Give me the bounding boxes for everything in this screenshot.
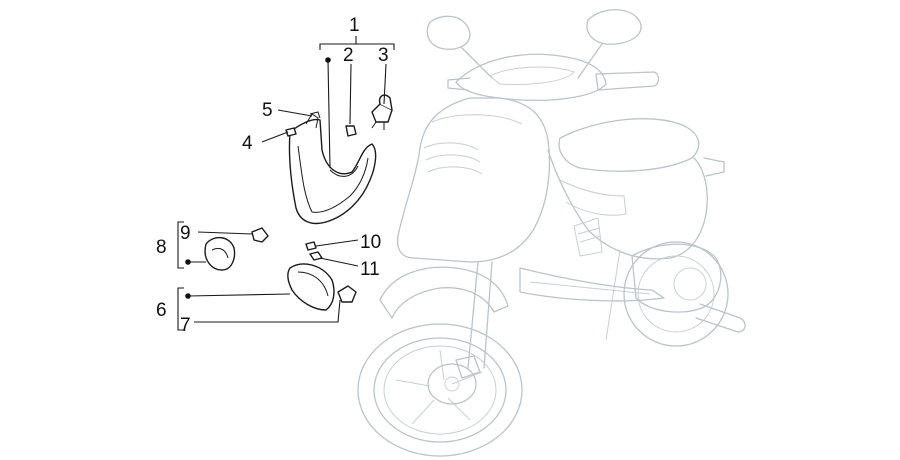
callout-5: 5 [262, 100, 273, 121]
leader-4 [261, 131, 289, 143]
callout-4: 4 [242, 133, 253, 154]
front-rim [383, 345, 497, 435]
leader-6-lens [187, 293, 291, 297]
part-5-pin [309, 111, 321, 119]
left-mirror [426, 15, 471, 50]
brake-disc [427, 363, 477, 405]
callout-3: 3 [378, 45, 389, 66]
callout-6: 6 [156, 300, 167, 321]
shield-inner [431, 114, 523, 125]
leader-6-dot [185, 293, 191, 299]
callout-8: 8 [156, 237, 167, 258]
engine-case [631, 243, 722, 313]
front-spokes [395, 349, 483, 425]
side-grille [573, 217, 603, 257]
tail-light [703, 157, 725, 177]
indicator-upper-detail [211, 247, 229, 259]
rear-wheel [623, 241, 729, 347]
indicator-lower-lens [287, 263, 335, 311]
headlight-bracket [305, 113, 319, 129]
part-10-screw [305, 241, 317, 251]
part-11-nut [309, 251, 323, 261]
rear-body [547, 149, 708, 260]
handlebar-cowl [455, 53, 607, 102]
bracket-part-1 [319, 36, 395, 50]
right-mirror-stem [577, 43, 603, 79]
left-grip [447, 77, 471, 91]
callout-10: 10 [360, 232, 381, 253]
leader-1 [327, 59, 331, 169]
headlight-reflector-edge [329, 165, 359, 177]
part-3-bulb [371, 94, 393, 130]
leader-lines [177, 36, 395, 331]
leader-5 [277, 109, 313, 117]
front-tire-inner [373, 337, 507, 443]
front-hub [444, 376, 460, 392]
bulb-glass [378, 94, 393, 111]
rear-wheel-inner [637, 255, 715, 333]
part-7-bulb [337, 285, 357, 303]
callout-labels: 1 2 3 5 4 9 8 10 11 6 7 [156, 15, 389, 336]
seat [558, 118, 700, 172]
callout-9: 9 [180, 223, 191, 244]
exhaust [695, 303, 746, 333]
screw-2-shape [345, 125, 357, 137]
leader-3 [383, 63, 387, 105]
leader-1-dot [325, 57, 331, 63]
part-4-screw [285, 127, 297, 137]
side-panel [559, 179, 627, 216]
callout-7: 7 [180, 315, 191, 336]
footboard [519, 267, 665, 302]
bulb-base [371, 103, 393, 123]
part-2-screw [345, 125, 357, 137]
headlight-lens [297, 145, 369, 213]
headlight-housing [288, 118, 377, 225]
footboard-line [529, 281, 651, 295]
leader-7 [194, 299, 341, 323]
callout-1: 1 [349, 15, 360, 36]
scooter-ghost-outline [357, 9, 746, 457]
bracket-part-6 [177, 287, 184, 331]
leader-10 [315, 239, 359, 247]
brake-caliper [455, 355, 481, 379]
indicator-lower-detail [297, 271, 329, 297]
front-shield [396, 97, 551, 263]
headlight-assembly [288, 113, 377, 225]
right-mirror [586, 9, 642, 45]
leader-9 [197, 231, 253, 235]
leader-2 [349, 63, 352, 125]
front-tire-outer [357, 323, 523, 457]
right-grip [595, 71, 660, 91]
engine-cover [673, 267, 707, 301]
front-fork [467, 261, 493, 369]
callout-11: 11 [360, 259, 380, 280]
bracket-part-8 [177, 221, 184, 269]
leader-8-dot [185, 259, 191, 265]
turn-indicator-lower [287, 263, 335, 311]
left-mirror-stem [461, 47, 493, 79]
leader-11 [319, 257, 359, 267]
instrument-panel [489, 66, 575, 85]
front-fender [379, 266, 509, 319]
turn-indicator-upper [204, 237, 236, 271]
rear-shock [605, 249, 621, 341]
bulb-pins [371, 121, 385, 130]
indicator-upper-lens [204, 237, 236, 271]
callout-2: 2 [343, 45, 354, 66]
front-shield-vents [423, 142, 483, 175]
part-9-bulb [251, 227, 269, 243]
